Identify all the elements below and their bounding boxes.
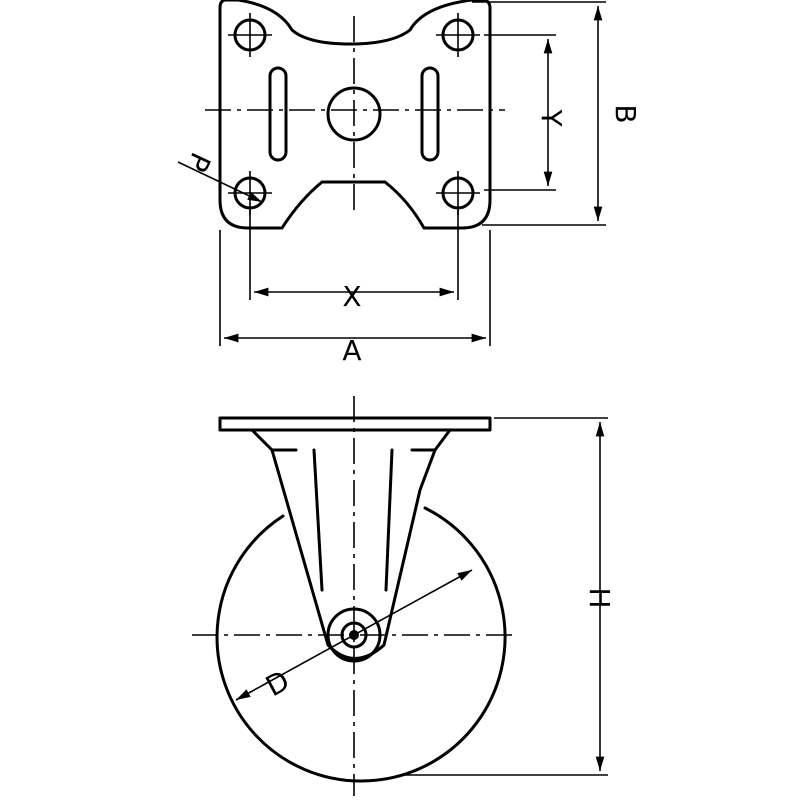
- bolt-hole-top-left: [228, 13, 272, 57]
- mounting-slot-left: [268, 66, 288, 162]
- dimension-A: [219, 230, 491, 346]
- label-B: B: [609, 104, 642, 123]
- bolt-hole-bottom-left: [228, 171, 272, 215]
- caster-side-view: H D: [192, 396, 616, 796]
- dimension-Y: [484, 34, 556, 191]
- bolt-hole-bottom-right: [436, 171, 480, 215]
- top-plate-view: B Y X A P: [177, 0, 642, 367]
- top-plate-profile: [218, 416, 492, 432]
- wheel-outline: [215, 506, 507, 783]
- mounting-slot-right: [420, 66, 440, 162]
- label-A: A: [342, 334, 361, 367]
- center-hole: [326, 86, 382, 142]
- mounting-plate-outline: [218, 0, 492, 230]
- bracket-rib-left: [312, 448, 324, 592]
- bolt-hole-top-right: [436, 13, 480, 57]
- dimension-D-line: [235, 569, 473, 701]
- bracket-rib-right: [384, 448, 394, 592]
- label-H: H: [583, 587, 616, 608]
- label-Y: Y: [535, 108, 568, 127]
- label-X: X: [342, 280, 361, 313]
- dimension-X: [249, 210, 459, 300]
- dimension-H: [400, 417, 608, 776]
- dimension-B: [472, 1, 606, 226]
- dimension-P-leader: [177, 161, 263, 203]
